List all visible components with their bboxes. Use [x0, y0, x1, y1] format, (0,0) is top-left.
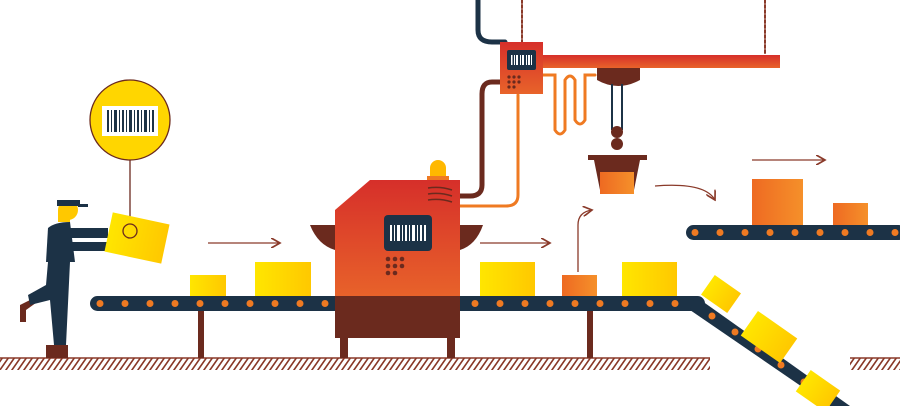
roller — [496, 300, 504, 307]
roller — [671, 300, 679, 307]
scanner-machine — [310, 160, 483, 358]
roller — [691, 229, 699, 236]
roller — [121, 300, 129, 307]
roller — [841, 229, 849, 236]
barcode-icon — [390, 225, 426, 241]
held-box — [104, 212, 170, 264]
worker-icon — [20, 200, 170, 358]
roller — [296, 300, 304, 307]
upper-conveyor — [686, 179, 900, 240]
roller — [596, 300, 604, 307]
roller — [891, 229, 899, 236]
roller — [146, 300, 154, 307]
beacon-icon — [427, 160, 449, 180]
roller — [471, 300, 479, 307]
roller — [171, 300, 179, 307]
carried-box — [600, 172, 634, 194]
keypad-icon — [385, 256, 405, 276]
slope-conveyor — [690, 274, 850, 406]
vent-icon — [427, 186, 453, 203]
overhead-crane — [540, 55, 780, 194]
roller — [321, 300, 329, 307]
pipes — [457, 0, 766, 208]
roller — [816, 229, 824, 236]
sliding-box — [701, 274, 841, 406]
roller — [866, 229, 874, 236]
roller — [521, 300, 529, 307]
boxes — [190, 262, 677, 296]
roller — [221, 300, 229, 307]
barcode-badge — [89, 79, 171, 224]
control-box — [500, 42, 543, 94]
flow-arrows — [208, 160, 825, 272]
roller — [246, 300, 254, 307]
roller — [791, 229, 799, 236]
roller — [766, 229, 774, 236]
roller — [741, 229, 749, 236]
keypad-icon — [507, 75, 521, 89]
roller — [271, 300, 279, 307]
roller — [546, 300, 554, 307]
barcode-icon — [107, 110, 154, 132]
box — [833, 203, 868, 225]
roller — [621, 300, 629, 307]
roller — [571, 300, 579, 307]
roller — [196, 300, 204, 307]
barcode-icon — [511, 55, 532, 65]
roller — [646, 300, 654, 307]
roller — [96, 300, 104, 307]
roller — [716, 229, 724, 236]
box — [752, 179, 803, 225]
